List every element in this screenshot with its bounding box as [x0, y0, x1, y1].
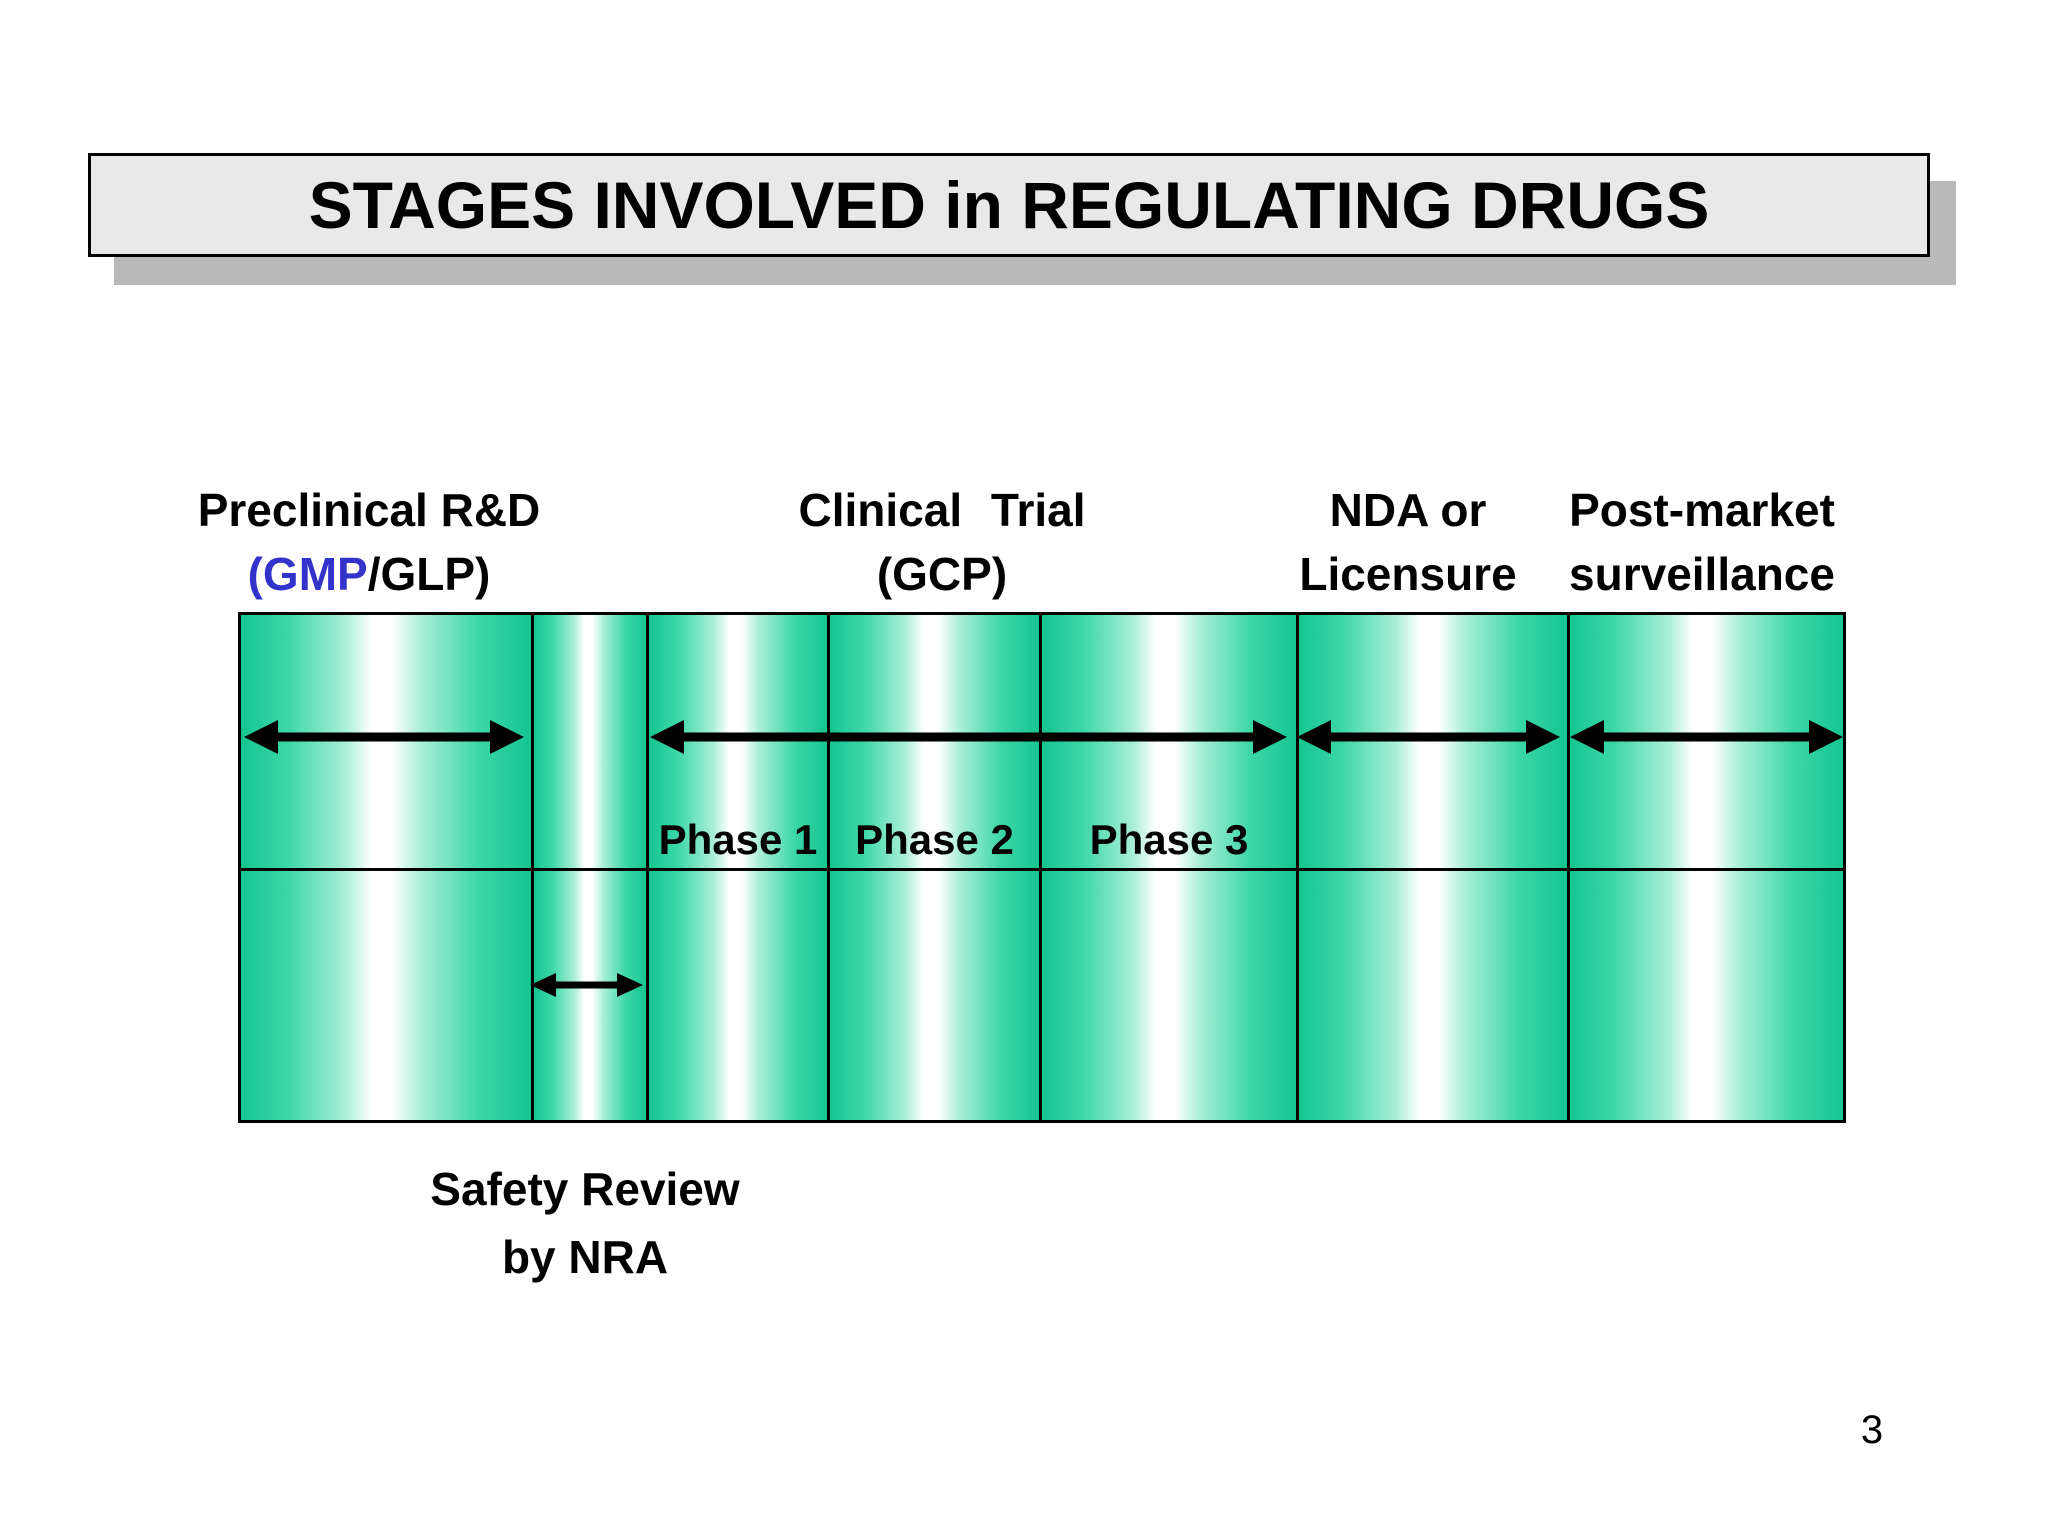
gmp-highlight: (GMP — [247, 548, 368, 600]
phase-3-label: Phase 3 — [1089, 816, 1249, 863]
arrowhead-right-icon — [1809, 720, 1843, 754]
table-cell-postmarket-bottom — [1567, 868, 1843, 1120]
arrow-shaft — [1321, 732, 1536, 742]
preclinical-span-arrow-icon — [244, 717, 524, 757]
table-cell-postmarket-top — [1567, 615, 1843, 868]
stage-label-nda-line1: NDA or — [1329, 484, 1487, 536]
table-cell-safety-top — [531, 615, 646, 868]
arrowhead-right-icon — [490, 720, 524, 754]
table-cell-phase3-bottom — [1039, 868, 1296, 1120]
arrowhead-right-icon — [617, 973, 643, 997]
page-title: STAGES INVOLVED in REGULATING DRUGS — [308, 168, 1710, 242]
postmarket-span-arrow-icon — [1570, 717, 1843, 757]
stages-table: Phase 1 Phase 2 Phase 3 — [238, 612, 1846, 1123]
stage-label-clinical-line2: (GCP) — [876, 548, 1008, 600]
stage-label-preclinical-line1: Preclinical R&D — [197, 484, 541, 536]
safety-review-line2: by NRA — [501, 1231, 669, 1283]
stage-label-clinical-line1: Clinical Trial — [798, 484, 1086, 536]
table-cell-nda-bottom — [1296, 868, 1567, 1120]
safety-review-line1: Safety Review — [430, 1163, 740, 1215]
nda-span-arrow-icon — [1297, 717, 1560, 757]
stage-label-postmarket-line2: surveillance — [1569, 548, 1835, 600]
arrow-shaft — [548, 981, 625, 989]
safety-review-label: Safety Review by NRA — [385, 1155, 785, 1291]
stage-label-preclinical: Preclinical R&D (GMP/GLP) — [169, 478, 569, 606]
table-cell-phase2-top: Phase 2 — [827, 615, 1039, 868]
arrow-shaft — [674, 732, 1263, 742]
page-number: 3 — [1860, 1408, 1884, 1452]
table-cell-preclinical-bottom — [241, 868, 531, 1120]
arrowhead-right-icon — [1253, 720, 1287, 754]
arrowhead-right-icon — [1526, 720, 1560, 754]
safety-review-span-arrow-icon — [530, 965, 643, 1005]
stage-label-preclinical-line2: (GMP/GLP) — [169, 542, 569, 606]
stage-label-postmarket: Post-market surveillance — [1542, 478, 1862, 606]
stage-label-nda-line2: Licensure — [1299, 548, 1517, 600]
table-cell-phase1-bottom — [646, 868, 827, 1120]
stage-label-postmarket-line1: Post-market — [1569, 484, 1835, 536]
arrow-shaft — [268, 732, 500, 742]
clinical-trial-span-arrow-icon — [650, 717, 1287, 757]
glp-text: /GLP) — [367, 548, 491, 600]
table-cell-preclinical-top — [241, 615, 531, 868]
stage-label-clinical-trial: Clinical Trial (GCP) — [742, 478, 1142, 606]
phase-2-label: Phase 2 — [855, 816, 1014, 863]
title-box: STAGES INVOLVED in REGULATING DRUGS — [88, 153, 1930, 257]
stage-label-nda: NDA or Licensure — [1258, 478, 1558, 606]
arrow-shaft — [1594, 732, 1819, 742]
table-cell-phase2-bottom — [827, 868, 1039, 1120]
phase-1-label: Phase 1 — [658, 816, 818, 863]
table-cell-nda-top — [1296, 615, 1567, 868]
